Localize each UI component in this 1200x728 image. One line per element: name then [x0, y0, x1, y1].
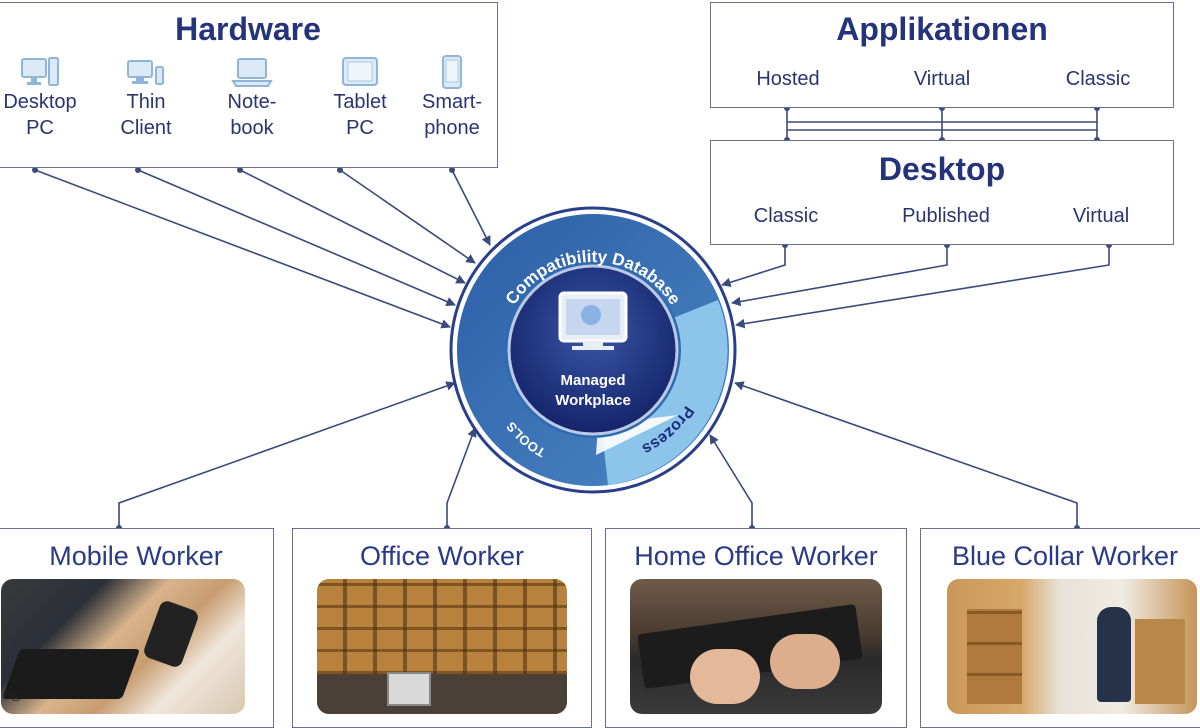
device-label-line2: Client [120, 117, 172, 139]
line-tablet [339, 169, 476, 264]
notebook-icon [231, 58, 273, 87]
desktop-pc-icon [21, 57, 59, 86]
thin-client-icon [127, 60, 164, 85]
device-label-line2: phone [424, 117, 480, 139]
monitor-icon [558, 291, 628, 350]
desktop-title: Desktop [878, 151, 1006, 187]
desktop-box: Desktop Classic Published Virtual [710, 140, 1174, 245]
device-thin-client: Thin Client [91, 55, 201, 141]
device-label-line1: Thin [126, 91, 166, 113]
device-smartphone: Smart- phone [397, 55, 507, 141]
blue-collar-worker-photo [947, 579, 1197, 714]
worker-title: Mobile Worker [49, 541, 223, 571]
home-office-worker-photo [630, 579, 882, 714]
desktop-virtual: Virtual [1072, 205, 1130, 227]
mobile-worker-photo [1, 579, 245, 714]
copyright-mark: © [10, 688, 22, 705]
line-blue-collar-worker [734, 381, 1078, 528]
device-tablet: Tablet PC [305, 55, 415, 141]
applications-virtual: Virtual [913, 68, 971, 90]
device-desktop-pc: Desktop PC [0, 55, 95, 141]
line-desktop-pc [34, 169, 451, 329]
device-label-line1: Note- [227, 91, 277, 113]
hardware-box: Hardware Desktop PC Thin Client Note- bo… [0, 2, 498, 168]
line-thin-client [137, 169, 456, 307]
device-label-line2: PC [26, 117, 54, 139]
tablet-icon [342, 57, 378, 86]
worker-box-office: Office Worker [292, 528, 592, 728]
line-desktop-published [731, 245, 948, 307]
hub-center-line2: Workplace [555, 392, 631, 409]
line-notebook [239, 169, 466, 284]
office-worker-photo [317, 579, 567, 714]
device-label-line1: Tablet [333, 91, 387, 113]
device-label-line2: book [230, 117, 274, 139]
worker-title: Home Office Worker [634, 541, 878, 571]
line-desktop-classic [721, 245, 786, 287]
line-desktop-virtual [735, 245, 1110, 329]
worker-title: Blue Collar Worker [951, 541, 1179, 571]
applications-box: Applikationen Hosted Virtual Classic [710, 2, 1174, 108]
device-label-line1: Smart- [422, 91, 482, 113]
line-mobile-worker [118, 381, 456, 528]
line-smartphone [451, 169, 491, 246]
hub-center-line1: Managed [560, 372, 625, 389]
smartphone-icon [442, 55, 462, 89]
worker-title: Office Worker [359, 541, 525, 571]
line-office-worker [446, 427, 477, 528]
worker-box-mobile: Mobile Worker [0, 528, 274, 728]
device-notebook: Note- book [197, 55, 307, 141]
hardware-title: Hardware [175, 11, 321, 47]
device-label-line1: Desktop [3, 91, 77, 113]
worker-box-home-office: Home Office Worker [605, 528, 907, 728]
desktop-published: Published [902, 205, 990, 227]
desktop-classic: Classic [753, 205, 819, 227]
applications-classic: Classic [1065, 68, 1131, 90]
managed-workplace-hub: Managed Workplace Compatibility Database… [449, 206, 737, 494]
worker-box-blue-collar: Blue Collar Worker [920, 528, 1200, 728]
applications-title: Applikationen [836, 11, 1048, 47]
applications-hosted: Hosted [756, 68, 820, 90]
line-home-office-worker [709, 434, 753, 528]
device-label-line2: PC [346, 117, 374, 139]
